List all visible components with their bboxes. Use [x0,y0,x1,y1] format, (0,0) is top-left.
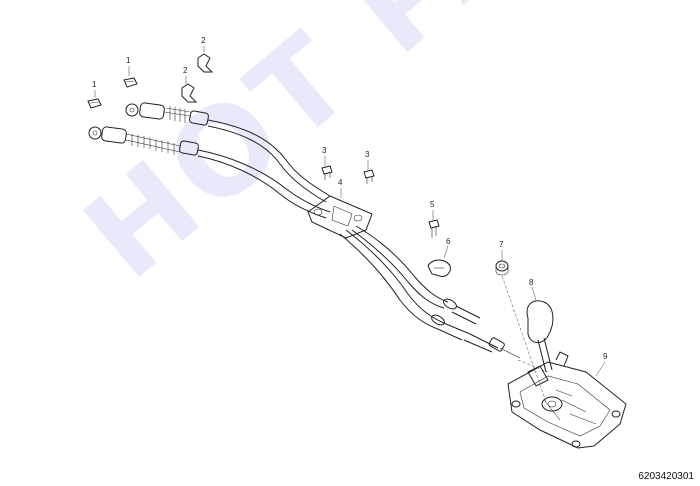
bolt-5 [428,219,440,238]
retaining-clip-2b [181,83,198,103]
nut-3a [321,165,333,180]
retaining-clip-2a [197,53,214,73]
clip-1a [123,77,138,88]
clip-1b [87,98,102,109]
callout-1b: 1 [126,56,131,65]
callout-2a: 2 [201,36,206,45]
callout-4: 4 [338,178,343,187]
shift-knob [526,300,554,373]
cable-bracket [307,195,373,239]
lower-cable [88,126,331,219]
leader-lines [94,46,606,403]
callout-3b: 3 [365,150,370,159]
callout-8: 8 [529,278,534,287]
callout-6: 6 [446,237,451,246]
grommet-7 [495,260,509,276]
callout-3a: 3 [322,146,327,155]
callout-2b: 2 [183,66,188,75]
cables-to-shifter [339,225,521,359]
cable-clip-6 [427,259,451,277]
shifter-base [507,351,627,449]
document-number: 6203420301 [638,471,694,482]
nut-3b [363,169,375,184]
callout-5: 5 [430,200,435,209]
callout-9: 9 [603,352,608,361]
callout-1a: 1 [92,80,97,89]
upper-cable [125,102,331,203]
callout-7: 7 [499,240,504,249]
